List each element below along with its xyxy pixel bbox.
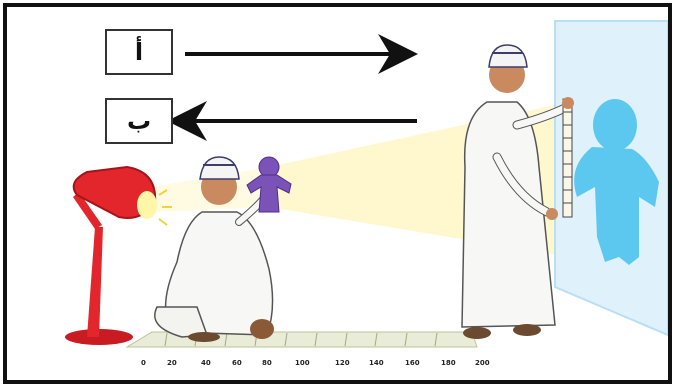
label-box-a: أ [105, 29, 173, 75]
tick-label: 120 [335, 359, 350, 367]
label-box-b: ب [105, 98, 173, 144]
tick-label: 0 [141, 359, 146, 367]
ruler-tick-labels: 0 20 40 60 80 100 120 140 160 180 200 [141, 359, 490, 367]
scene-illustration: 0 20 40 60 80 100 120 140 160 180 200 [65, 20, 668, 367]
tick-label: 60 [232, 359, 242, 367]
tick-label: 160 [405, 359, 420, 367]
tick-label: 200 [475, 359, 490, 367]
tick-label: 140 [369, 359, 384, 367]
standing-man [461, 44, 572, 339]
label-b-text: ب [126, 107, 152, 135]
purple-puppet [246, 156, 292, 213]
illustration-frame: 0 20 40 60 80 100 120 140 160 180 200 أ … [3, 3, 672, 384]
tick-label: 40 [201, 359, 211, 367]
tick-label: 20 [167, 359, 177, 367]
label-a-text: أ [134, 38, 144, 66]
tick-label: 80 [262, 359, 272, 367]
red-lamp [65, 165, 172, 345]
measuring-tape [546, 97, 574, 220]
puppet-shadow [574, 99, 659, 265]
tick-label: 100 [295, 359, 310, 367]
kneeling-boy [154, 156, 274, 342]
tick-label: 180 [441, 359, 456, 367]
